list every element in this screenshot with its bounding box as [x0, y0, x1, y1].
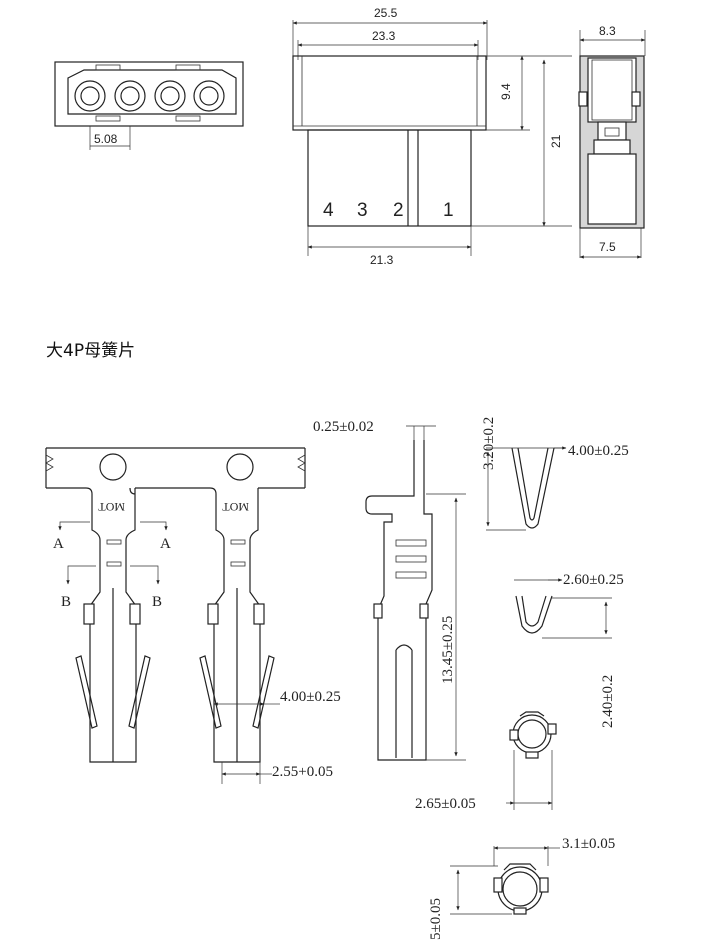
terminal-side-view: 0.25±0.02 13.45±0.25: [313, 419, 466, 761]
dim-barrel-outer-label: 3.1±0.05: [562, 836, 615, 852]
dim-end-top-label: 8.3: [599, 24, 616, 38]
dim-mid-width-label: 4.00±0.25: [280, 689, 341, 705]
dim-thickness-label: 0.25±0.02: [313, 419, 374, 435]
dim-end-bottom-label: 7.5: [599, 240, 616, 254]
dim-pitch-label: 5.08: [94, 132, 118, 146]
section-label-a: A: [160, 536, 171, 552]
stamp-text: MOT: [98, 500, 125, 514]
dim-section-a-height-label: 3.20±0.2: [481, 417, 497, 470]
section-b-view: 2.60±0.25 2.40±0.2: [514, 572, 624, 728]
dim-section-a-width-label: 4.00±0.25: [568, 443, 629, 459]
dim-length-label: 13.45±0.25: [440, 616, 456, 684]
pin-label: 2: [393, 200, 404, 221]
section-a-view: 4.00±0.25 3.20±0.2: [481, 417, 629, 531]
pin-cavity: [74, 80, 106, 112]
pin-cavity: [193, 80, 225, 112]
dim-barrel-width-label: 2.65±0.05: [415, 796, 476, 812]
pin-label: 4: [323, 200, 334, 221]
dim-outer-width-label: 25.5: [374, 6, 398, 20]
dim-section-b-height-label: 2.40±0.2: [600, 675, 616, 728]
pin-cavity: [154, 80, 186, 112]
pin-label: 3: [357, 200, 368, 221]
dim-flange-height-label: 9.4: [499, 83, 513, 100]
barrel-section-lower: 3.1±0.05 5±0.05: [428, 836, 615, 940]
dim-barrel-height-label: 5±0.05: [428, 898, 444, 940]
section-label-a: A: [53, 536, 64, 552]
section-label-b: B: [61, 594, 71, 610]
stamp-text: MOT: [222, 500, 249, 514]
dim-inner-width-label: 23.3: [372, 29, 396, 43]
dim-total-height-label: 21: [549, 134, 563, 148]
barrel-section-upper: 2.65±0.05: [415, 711, 557, 812]
dim-bottom-width-label: 2.55+0.05: [272, 764, 333, 780]
housing-side-view: 25.5 23.3 4 3 2 1 21.3 9.4 21: [292, 6, 572, 267]
housing-front-view: 5.08: [54, 61, 244, 150]
section-label-b: B: [152, 594, 162, 610]
dim-section-b-width-label: 2.60±0.25: [563, 572, 624, 588]
section-title: 大4P母簧片: [46, 341, 135, 361]
dim-bottom-width-label: 21.3: [370, 253, 394, 267]
pin-label: 1: [443, 200, 454, 221]
pin-cavity: [114, 80, 146, 112]
housing-end-view: 8.3 7.5: [578, 24, 646, 259]
terminal-strip: MOT MOT A A B B 4.00±0.25 2.55+0.05: [45, 447, 341, 784]
